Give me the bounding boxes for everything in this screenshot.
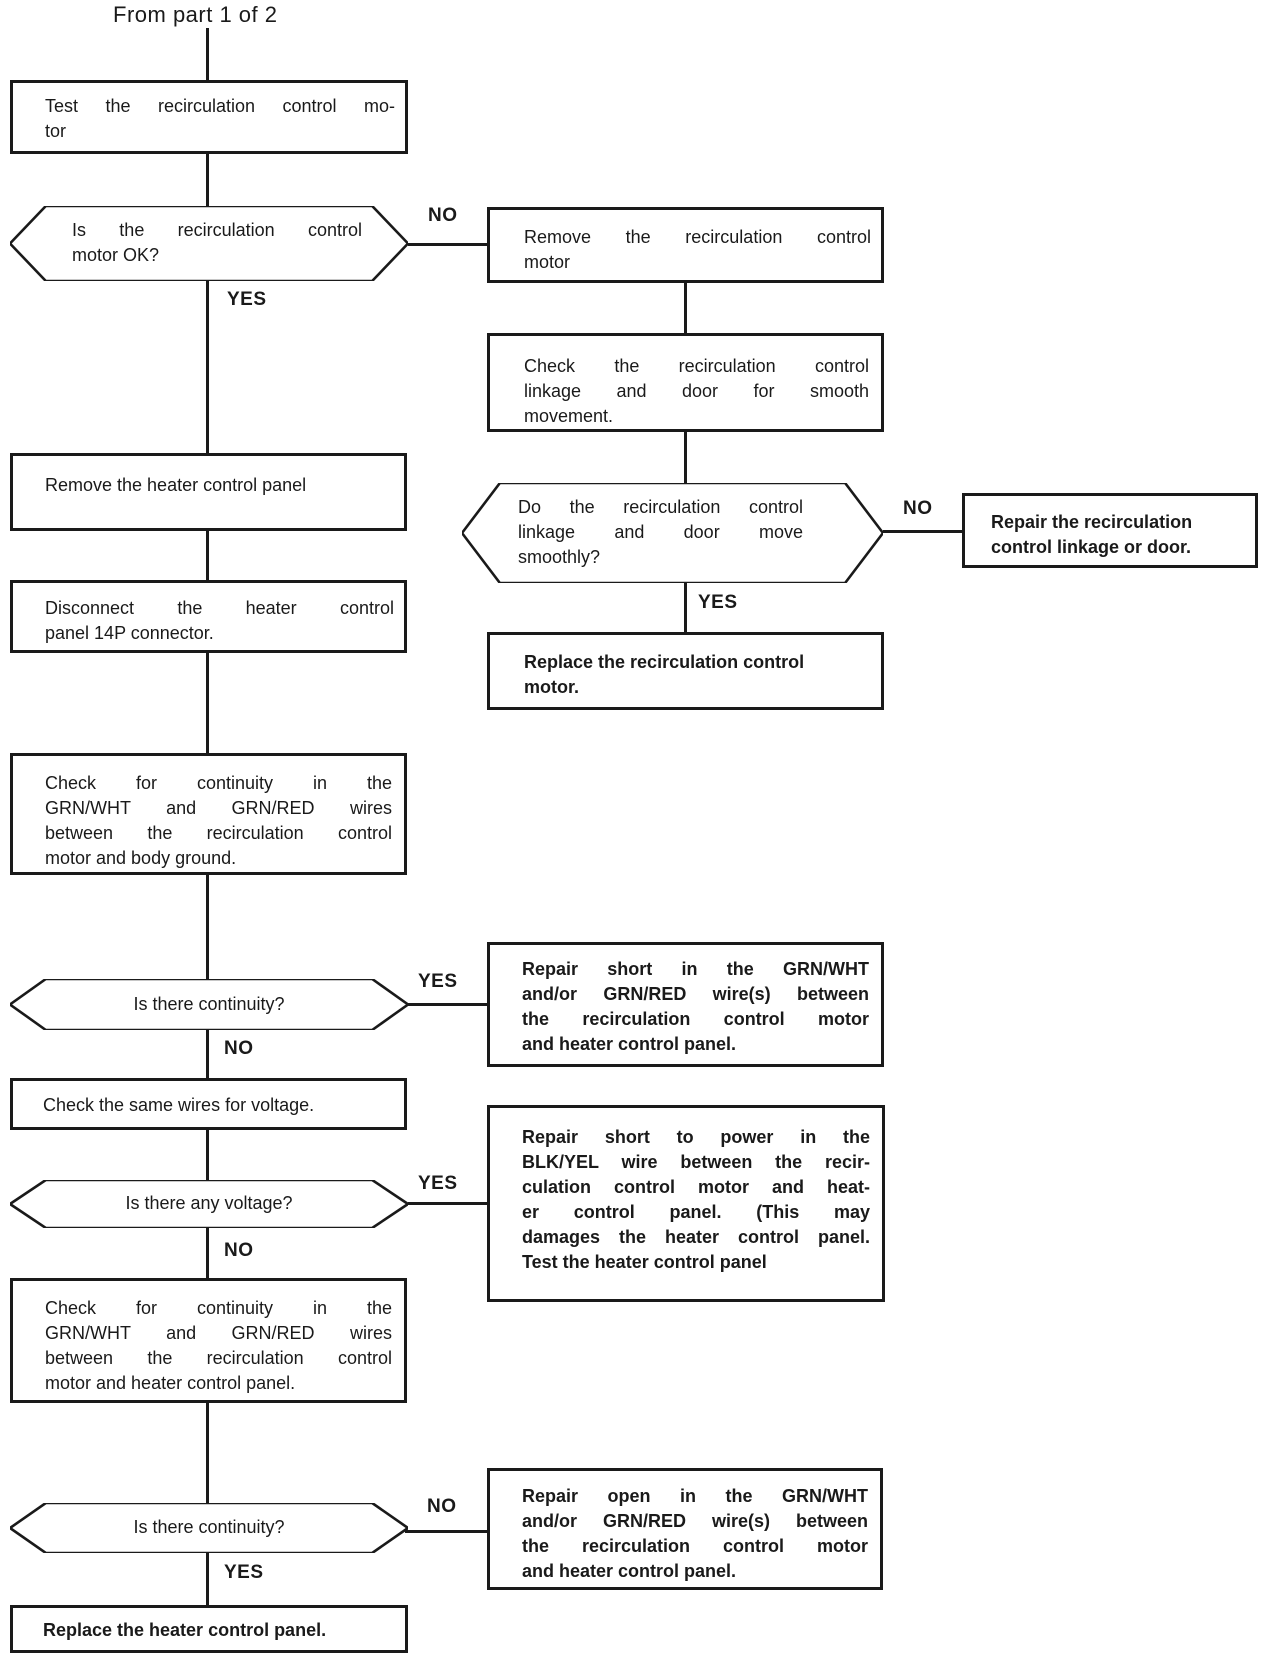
process-remove-heater-panel: Remove the heater control panel [10, 453, 407, 531]
flow-line [684, 430, 687, 485]
edge-label-yes: YES [418, 1173, 458, 1194]
edge-label-no: NO [224, 1038, 254, 1059]
flow-line [883, 530, 962, 533]
process-check-wires-voltage: Check the same wires for voltage. [10, 1078, 407, 1130]
hexagon-shape [462, 483, 883, 583]
flow-line [206, 1551, 209, 1605]
edge-label-no: NO [224, 1240, 254, 1261]
decision-continuity-ground: Is there continuity? [10, 979, 408, 1030]
flow-line [206, 1226, 209, 1278]
hexagon-shape [10, 979, 408, 1030]
outcome-replace-heater-panel: Replace the heater control panel. [10, 1605, 408, 1653]
flow-line [408, 1202, 487, 1205]
hexagon-shape [10, 206, 408, 281]
hexagon-shape [10, 1180, 408, 1228]
flow-line [684, 578, 687, 634]
flow-line [206, 279, 209, 453]
edge-label-yes: YES [698, 592, 738, 613]
flow-line [206, 1401, 209, 1503]
decision-continuity-panel: Is there continuity? [10, 1503, 408, 1553]
flow-line [206, 873, 209, 979]
edge-label-yes: YES [227, 289, 267, 310]
edge-label-no: NO [428, 205, 458, 226]
flow-line [405, 1530, 487, 1533]
edge-label-no: NO [903, 498, 933, 519]
edge-label-no: NO [427, 1496, 457, 1517]
edge-label-yes: YES [224, 1562, 264, 1583]
process-test-recirculation-motor: Test the recirculation control mo-tor [10, 80, 408, 154]
flow-line [206, 152, 209, 208]
flow-line [206, 529, 209, 580]
decision-any-voltage: Is there any voltage? [10, 1180, 408, 1228]
flow-line [408, 1003, 487, 1006]
page-title: From part 1 of 2 [113, 2, 278, 27]
hexagon-shape [10, 1503, 408, 1553]
edge-label-yes: YES [418, 971, 458, 992]
flow-line [206, 1028, 209, 1078]
flow-line [206, 28, 209, 80]
flow-line [206, 651, 209, 753]
flow-line [206, 1128, 209, 1180]
flow-line [684, 281, 687, 333]
flow-line [408, 243, 487, 246]
